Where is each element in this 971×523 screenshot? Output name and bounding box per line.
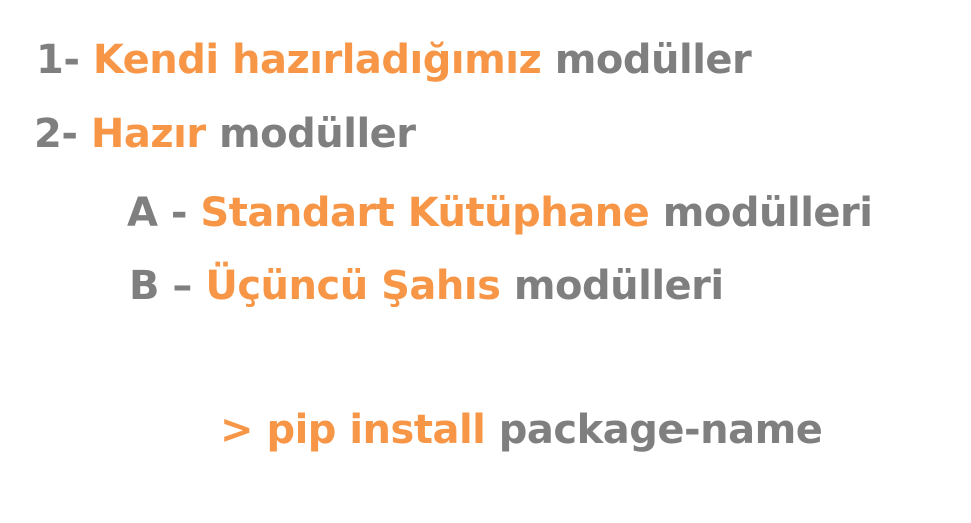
list-item-highlight: Hazır — [90, 111, 206, 157]
list-item-highlight: Kendi hazırladığımız — [92, 37, 542, 83]
list-item-number: 1- — [36, 37, 93, 83]
list-item-suffix: modüller — [541, 37, 752, 83]
sub-item-highlight: Standart Kütüphane — [200, 190, 650, 236]
sub-item-suffix: modülleri — [649, 190, 873, 236]
sub-item-a: A - Standart Kütüphane modülleri — [127, 189, 873, 237]
sub-item-letter: A - — [127, 190, 201, 236]
sub-item-b: B – Üçüncü Şahıs modülleri — [129, 262, 724, 310]
list-item-number: 2- — [34, 111, 91, 157]
pip-command-prompt: > pip install — [220, 407, 486, 453]
list-item-suffix: modüller — [205, 111, 416, 157]
list-item-2: 2- Hazır modüller — [34, 110, 416, 158]
sub-item-letter: B – — [129, 263, 206, 309]
list-item-1: 1- Kendi hazırladığımız modüller — [36, 36, 752, 84]
sub-item-highlight: Üçüncü Şahıs — [205, 263, 501, 309]
sub-item-suffix: modülleri — [500, 263, 724, 309]
pip-command: > pip install package-name — [220, 406, 823, 454]
pip-command-argument: package-name — [485, 407, 823, 453]
